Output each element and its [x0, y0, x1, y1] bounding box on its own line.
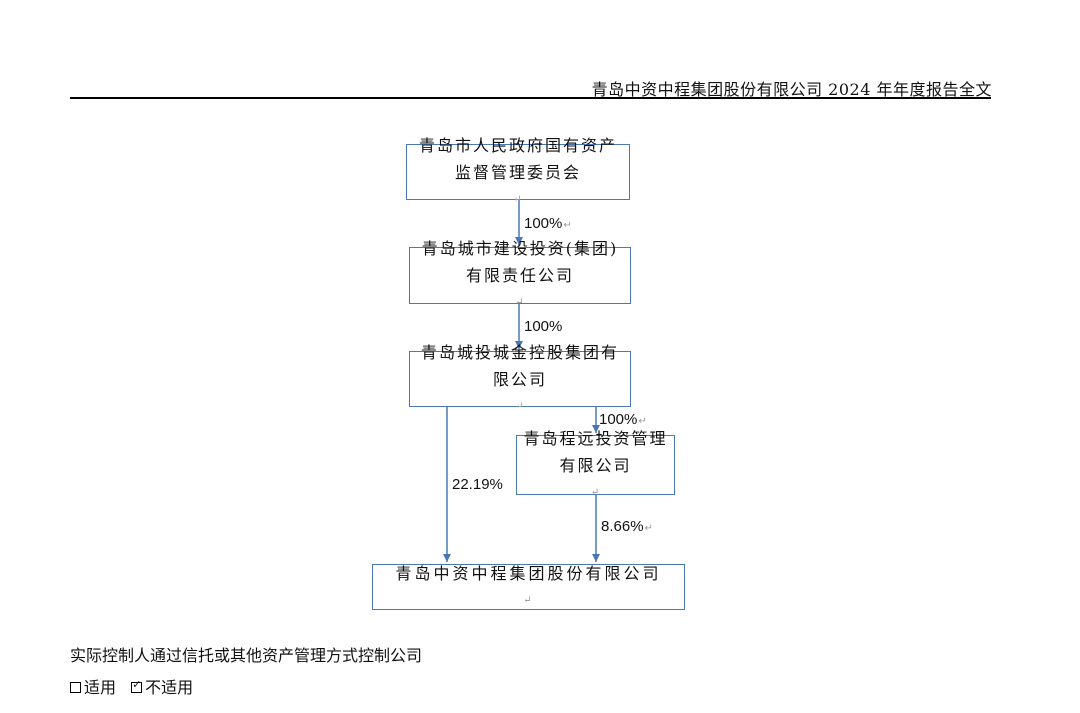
entity-sasac-line2: 监督管理委员会 — [454, 162, 581, 182]
entity-company-name: 青岛中资中程集团股份有限公司 — [395, 564, 662, 583]
applicability-options: 适用 不适用 — [70, 674, 203, 698]
paragraph-mark-icon: ↵ — [638, 416, 647, 427]
header-rule — [70, 97, 991, 99]
option-applicable-label: 适用 — [84, 678, 117, 697]
entity-jinkong-line2: 限公司 — [492, 369, 547, 389]
paragraph-mark-icon: ↵ — [515, 400, 526, 412]
option-applicable[interactable]: 适用 — [70, 674, 116, 698]
edge-pct-value: 100% — [524, 215, 563, 232]
paragraph-mark-icon: ↵ — [644, 523, 653, 534]
edge-pct-value: 100% — [599, 411, 638, 428]
report-header-title: 青岛中资中程集团股份有限公司 2024 年年度报告全文 — [591, 80, 992, 99]
paragraph-mark-icon: ↵ — [563, 220, 572, 231]
checkbox-unchecked-icon[interactable] — [70, 681, 81, 693]
paragraph-mark-icon: ↵ — [590, 486, 602, 498]
trust-control-caption: 实际控制人通过信托或其他资产管理方式控制公司 — [70, 646, 423, 665]
entity-box-chengyuan: 青岛程远投资管理 有限公司 ↵ — [516, 429, 675, 498]
edge-pct-value: 100% — [524, 318, 563, 335]
paragraph-mark-icon: ↵ — [515, 297, 526, 308]
paragraph-mark-icon: ↵ — [513, 193, 524, 205]
entity-sasac-line1: 青岛市人民政府国有资产 — [418, 135, 617, 155]
entity-chengyuan-line1: 青岛程远投资管理 — [523, 428, 668, 448]
option-not-applicable[interactable]: 不适用 — [131, 674, 193, 698]
edge-label-sasac-urban: 100%↵ — [524, 215, 572, 232]
edge-label-jinkong-company: 22.19% — [452, 476, 503, 493]
entity-urban-line1: 青岛城市建设投资(集团) — [421, 239, 619, 258]
edge-label-urban-jinkong: 100% — [524, 318, 562, 335]
entity-box-sasac: 青岛市人民政府国有资产 监督管理委员会 ↵ — [406, 136, 630, 205]
option-not-applicable-label: 不适用 — [145, 678, 194, 697]
edge-label-chengyuan-company: 8.66%↵ — [601, 518, 653, 535]
entity-box-urban-construction: 青岛城市建设投资(集团) 有限责任公司 ↵ — [409, 239, 631, 308]
entity-urban-line2: 有限责任公司 — [465, 266, 574, 285]
edge-pct-value: 22.19% — [452, 476, 503, 493]
edge-label-jinkong-chengyuan: 100%↵ — [599, 411, 647, 428]
entity-box-company: 青岛中资中程集团股份有限公司 ↵ — [372, 564, 685, 610]
checkbox-checked-icon[interactable] — [131, 678, 143, 693]
entity-chengyuan-line2: 有限公司 — [559, 455, 632, 475]
entity-box-jinkong: 青岛城投城金控股集团有 限公司 ↵ — [409, 343, 631, 412]
entity-jinkong-line1: 青岛城投城金控股集团有 — [420, 342, 619, 362]
paragraph-mark-icon: ↵ — [523, 595, 535, 606]
edge-pct-value: 8.66% — [601, 518, 644, 535]
